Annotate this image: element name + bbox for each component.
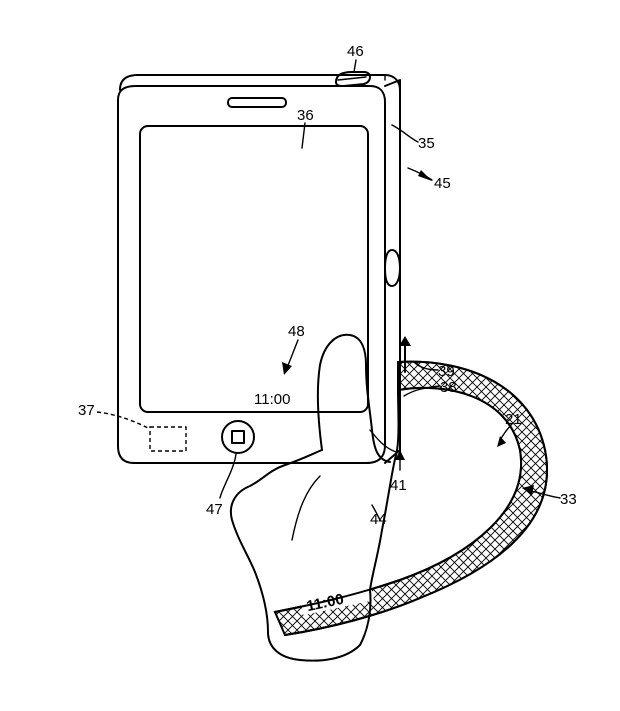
label-44: 44 xyxy=(370,511,387,528)
label-37: 37 xyxy=(78,402,95,419)
label-21: 21 xyxy=(505,411,522,428)
label-39: 39 xyxy=(438,363,455,380)
label-35: 35 xyxy=(418,135,435,152)
label-46: 46 xyxy=(347,43,364,60)
home-button-square-icon xyxy=(231,430,245,444)
leader-lines xyxy=(96,59,561,521)
device-clock-text: 11:00 xyxy=(254,391,290,408)
wrist-band: 11:00 xyxy=(273,360,548,637)
reference-labels: 46 36 35 45 48 39 38 21 37 41 33 47 44 xyxy=(78,43,577,528)
label-38: 38 xyxy=(440,379,457,396)
label-36: 36 xyxy=(297,107,314,124)
home-button xyxy=(221,420,255,454)
earpiece-icon xyxy=(227,97,287,108)
hand xyxy=(230,333,421,662)
label-45: 45 xyxy=(434,175,451,192)
internal-component-dashed xyxy=(149,426,187,452)
top-button xyxy=(335,71,371,87)
label-33: 33 xyxy=(560,491,577,508)
display-screen xyxy=(139,125,369,413)
label-47: 47 xyxy=(206,501,223,518)
label-48: 48 xyxy=(288,323,305,340)
side-button xyxy=(384,249,401,287)
tablet-device: 11:00 xyxy=(117,71,401,464)
label-41: 41 xyxy=(390,477,407,494)
